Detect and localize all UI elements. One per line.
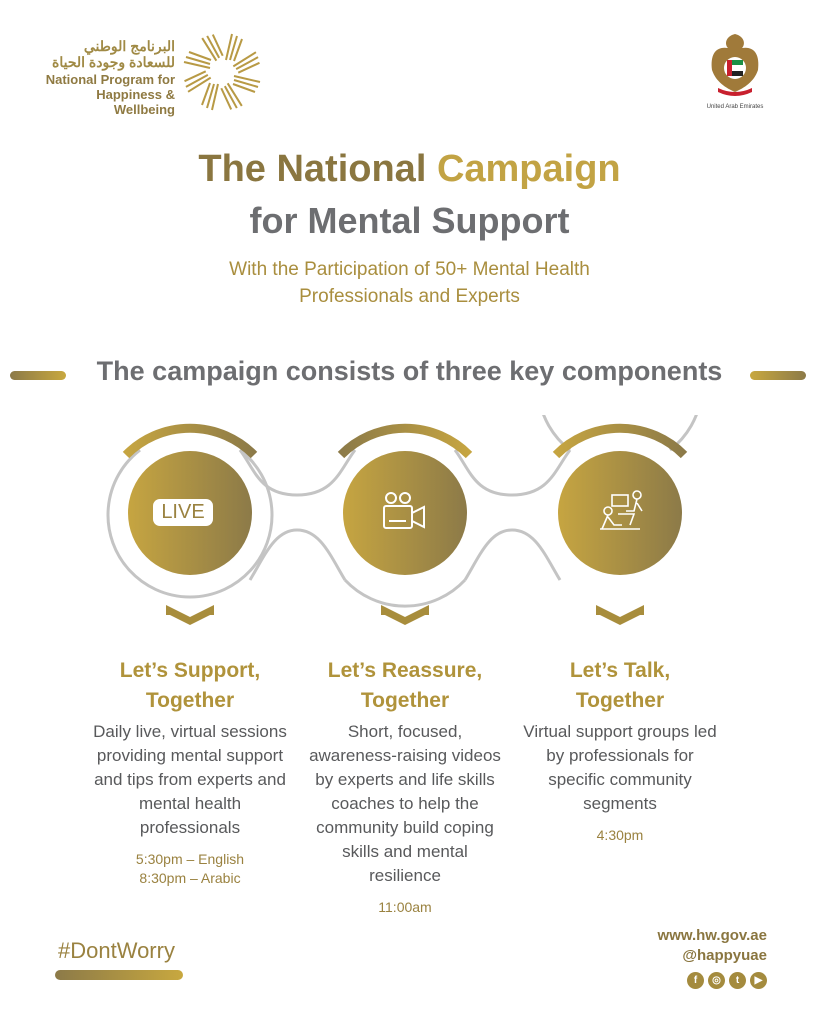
uae-emblem-icon <box>711 34 759 96</box>
social-icons: f ◎ t ▶ <box>687 972 767 989</box>
website-link[interactable]: www.hw.gov.ae <box>657 927 767 944</box>
arc-accent <box>337 423 473 459</box>
hashtag: #DontWorry <box>58 938 175 963</box>
chevron-down-icon <box>596 605 644 625</box>
subtitle-line: With the Participation of 50+ Mental Hea… <box>229 259 590 280</box>
component-times: 4:30pm <box>596 827 644 843</box>
subtitle-line: Professionals and Experts <box>299 286 520 307</box>
component-circle-3 <box>558 451 682 575</box>
twitter-icon[interactable]: t <box>729 972 746 989</box>
component-reassure: Let’s Reassure,Together Short, focused, … <box>305 656 505 917</box>
logo-line: National Program for <box>45 72 175 87</box>
arc-accent <box>552 423 688 459</box>
chevron-down-icon <box>166 605 214 625</box>
chevron-down-icon <box>381 605 429 625</box>
program-star-logo-icon <box>180 30 264 114</box>
facebook-icon[interactable]: f <box>687 972 704 989</box>
title-part: The National <box>198 148 437 190</box>
component-circle-2 <box>343 451 467 575</box>
contact-info: www.hw.gov.ae @happyuae <box>658 926 767 966</box>
component-description: Daily live, virtual sessions providing m… <box>93 722 287 837</box>
video-camera-icon <box>383 492 425 529</box>
component-support: Let’s Support,Together Daily live, virtu… <box>90 656 290 888</box>
component-times: 11:00am <box>378 899 432 915</box>
subtitle: With the Participation of 50+ Mental Hea… <box>0 256 819 310</box>
instagram-icon[interactable]: ◎ <box>708 972 725 989</box>
component-title: Let’s Reassure,Together <box>327 659 483 712</box>
arc-accent <box>122 423 258 459</box>
group-talk-icon <box>600 490 643 530</box>
components-heading: The campaign consists of three key compo… <box>96 356 723 386</box>
title-highlight: Campaign <box>436 148 621 190</box>
emblem-caption: United Arab Emirates <box>706 104 764 110</box>
program-logo-english: National Program for Happiness & Wellbei… <box>40 72 175 117</box>
decorative-bar-left <box>10 371 66 380</box>
page-title-line2: for Mental Support <box>249 200 570 241</box>
decorative-bar-bottom <box>55 970 183 980</box>
page-title-line1: The National Campaign <box>0 148 819 191</box>
component-description: Short, focused, awareness-raising videos… <box>309 722 501 885</box>
decorative-bar-right <box>750 371 806 380</box>
components-diagram <box>106 415 698 615</box>
program-logo-arabic: البرنامج الوطني للسعادة وجودة الحياة <box>52 38 175 70</box>
logo-line: Happiness & Wellbeing <box>96 87 175 117</box>
live-icon: LIVE <box>153 499 213 526</box>
component-description: Virtual support groups led by profession… <box>523 722 717 813</box>
component-title: Let’s Support,Together <box>119 659 261 712</box>
youtube-icon[interactable]: ▶ <box>750 972 767 989</box>
component-talk: Let’s Talk,Together Virtual support grou… <box>520 656 720 845</box>
component-title: Let’s Talk,Together <box>569 659 671 712</box>
social-handle[interactable]: @happyuae <box>682 947 767 964</box>
